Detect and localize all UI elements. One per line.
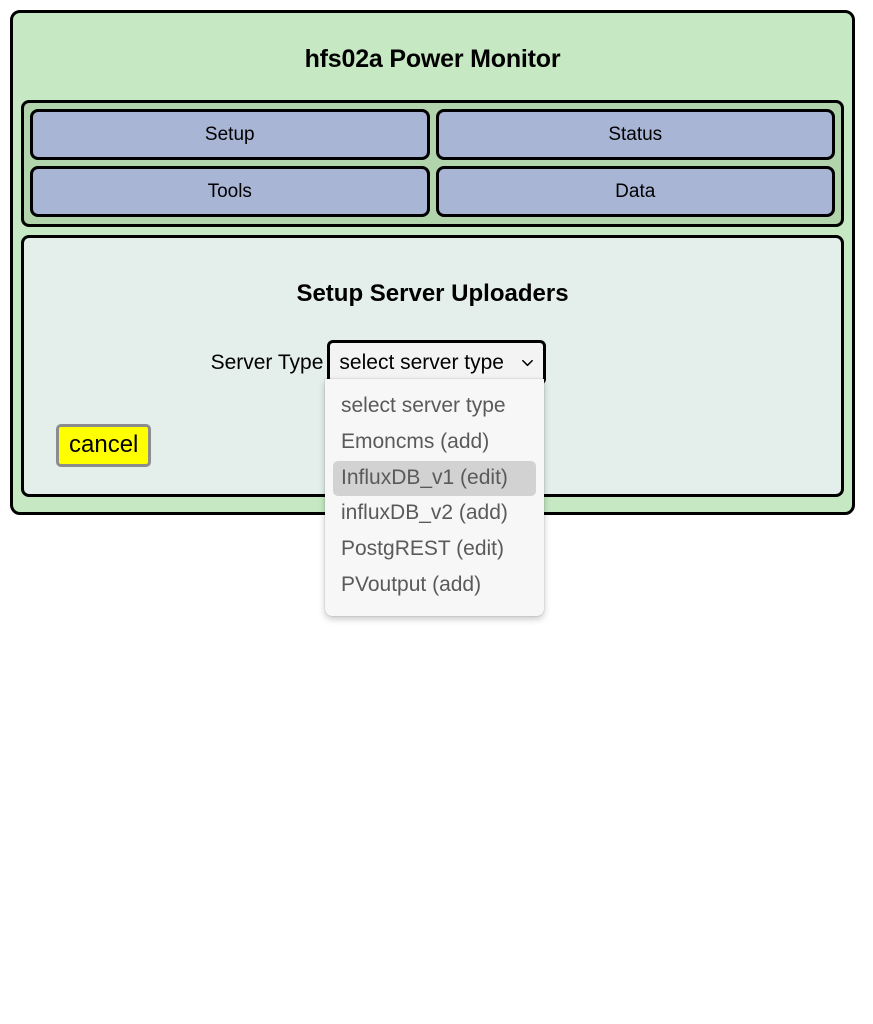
server-type-dropdown-list[interactable]: select server type Emoncms (add) InfluxD… <box>325 379 544 616</box>
nav-button-tools[interactable]: Tools <box>30 166 430 217</box>
page-title: hfs02a Power Monitor <box>304 45 561 73</box>
nav-button-group: Setup Status Tools Data <box>21 100 844 227</box>
dropdown-option-influxdb-v2[interactable]: influxDB_v2 (add) <box>341 501 508 525</box>
dropdown-option-select-server-type[interactable]: select server type <box>341 394 506 417</box>
dropdown-option-pvoutput[interactable]: PVoutput (add) <box>341 572 482 596</box>
dropdown-option-postgrest[interactable]: PostgREST (edit) <box>341 537 505 561</box>
server-type-select[interactable]: select server type <box>327 340 547 385</box>
server-type-row: Server Type select server type <box>24 340 841 385</box>
nav-button-tools-label: Tools <box>207 180 252 202</box>
server-type-select-value: select server type <box>339 350 504 374</box>
nav-button-status[interactable]: Status <box>435 109 835 160</box>
dropdown-option-influxdb-v1[interactable]: InfluxDB_v1 (edit) <box>333 460 536 497</box>
nav-button-data[interactable]: Data <box>435 166 835 217</box>
dropdown-option-emoncms[interactable]: Emoncms (add) <box>341 429 490 453</box>
server-type-label: Server Type <box>210 350 324 374</box>
nav-button-setup-label: Setup <box>204 123 255 145</box>
content-heading: Setup Server Uploaders <box>296 280 569 307</box>
cancel-button-label: cancel <box>69 431 139 458</box>
nav-button-setup[interactable]: Setup <box>30 109 430 160</box>
nav-button-status-label: Status <box>608 123 663 145</box>
cancel-button[interactable]: cancel <box>56 424 152 468</box>
chevron-down-icon <box>519 355 535 371</box>
app-panel: hfs02a Power Monitor Setup Status Tools … <box>10 10 855 515</box>
nav-button-data-label: Data <box>615 180 656 202</box>
